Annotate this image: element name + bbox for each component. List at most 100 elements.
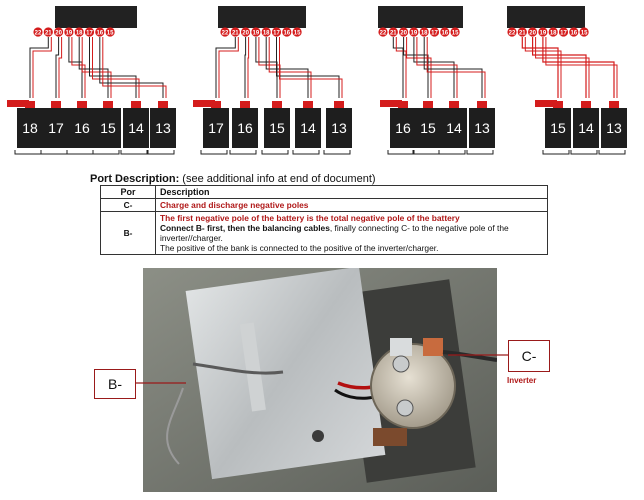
battery-cell xyxy=(441,108,467,148)
cell-tab xyxy=(477,101,487,108)
balance-wire-red xyxy=(58,37,63,98)
terminal-pin xyxy=(569,27,579,37)
balance-wire-red xyxy=(247,37,250,98)
cell-tab xyxy=(398,101,408,108)
description-column-header: Description xyxy=(155,185,548,199)
cell-number: 16 xyxy=(237,120,253,136)
cell-number: 18 xyxy=(22,120,38,136)
terminal-pin xyxy=(84,27,95,37)
cell-tab xyxy=(25,101,35,108)
balance-wire xyxy=(265,37,309,98)
terminal-number: 17 xyxy=(273,30,280,36)
battery-cell xyxy=(295,108,321,148)
terminal-pin xyxy=(558,27,569,37)
cell-tab xyxy=(51,101,61,108)
balance-wire xyxy=(78,37,109,98)
cell-tab xyxy=(272,101,282,108)
cell-number: 15 xyxy=(269,120,285,136)
battery-cell xyxy=(545,108,571,148)
terminal-pin xyxy=(230,27,240,37)
balance-wire xyxy=(276,37,340,98)
battery-cell xyxy=(95,108,121,148)
terminal-number: 15 xyxy=(452,30,459,36)
table-header-row: Por Description xyxy=(100,185,548,199)
inverter-cable xyxy=(442,350,497,362)
battery-cell xyxy=(232,108,258,148)
balance-wire-red xyxy=(92,37,140,98)
cell-number: 15 xyxy=(550,120,566,136)
balance-wire-red xyxy=(406,37,432,98)
cell-tab xyxy=(77,101,87,108)
cell-tab xyxy=(240,101,250,108)
battery-cell xyxy=(17,108,43,148)
battery-cell xyxy=(326,108,352,148)
series-link xyxy=(570,150,598,155)
cell-number: 15 xyxy=(100,120,116,136)
terminal-number: 16 xyxy=(283,30,290,36)
balance-wire-red xyxy=(71,37,86,98)
cell-number: 16 xyxy=(74,120,90,136)
series-link xyxy=(412,150,440,155)
terminal-number: 16 xyxy=(96,30,103,36)
balance-wire xyxy=(392,37,404,98)
screw-icon xyxy=(312,430,324,442)
terminal-number: 16 xyxy=(441,30,448,36)
balance-wire xyxy=(244,37,247,98)
series-link xyxy=(200,150,228,155)
terminal-pin xyxy=(517,27,527,37)
terminal-pin xyxy=(282,27,292,37)
cell-number: 14 xyxy=(446,120,462,136)
copper-busbar xyxy=(373,428,407,446)
balance-wire xyxy=(68,37,83,98)
terminal-pin xyxy=(579,27,589,37)
cell-tab xyxy=(334,101,344,108)
balance-wire-red xyxy=(32,37,52,98)
cell-number: 17 xyxy=(208,120,224,136)
terminal-number: 20 xyxy=(55,30,62,36)
battery-cell xyxy=(150,108,176,148)
b-minus-callout: B- xyxy=(94,369,136,399)
terminal-pin xyxy=(64,27,74,37)
battery-cell xyxy=(203,108,229,148)
cell-tab xyxy=(553,101,563,108)
cell-number: 17 xyxy=(48,120,64,136)
balance-wire xyxy=(403,37,429,98)
balance-wire xyxy=(423,37,483,98)
battery-cell xyxy=(69,108,95,148)
terminal-number: 19 xyxy=(253,30,260,36)
terminal-number: 21 xyxy=(45,30,52,36)
c-minus-callout: C- xyxy=(508,340,550,372)
port-cell: C- xyxy=(100,198,156,212)
port-description-heading: Port Description: (see additional info a… xyxy=(90,173,376,185)
terminal-pin xyxy=(220,27,230,37)
main-negative-tab xyxy=(7,100,29,107)
series-link xyxy=(40,150,68,155)
series-link xyxy=(542,150,570,155)
copper-terminal xyxy=(423,338,443,356)
port-column-header: Por xyxy=(100,185,156,199)
terminal-pin xyxy=(538,27,548,37)
terminal-pin xyxy=(528,27,538,37)
series-link xyxy=(120,150,148,155)
description-line: Charge and discharge negative poles xyxy=(160,200,309,210)
terminal-number: 17 xyxy=(86,30,93,36)
relay-contactor xyxy=(370,343,456,429)
battery-cell xyxy=(573,108,599,148)
terminal-number: 15 xyxy=(581,30,588,36)
bolt-icon xyxy=(396,399,414,417)
terminal-number: 16 xyxy=(570,30,577,36)
series-link xyxy=(292,150,320,155)
table-row-c-minus: C- Charge and discharge negative poles xyxy=(100,198,548,212)
balance-wire xyxy=(413,37,455,98)
table-row-b-minus: B- The first negative pole of the batter… xyxy=(100,211,548,255)
battery-cell xyxy=(390,108,416,148)
main-negative-tab xyxy=(535,100,557,107)
series-link xyxy=(229,150,257,155)
balance-wire-red xyxy=(426,37,486,98)
description-line: The positive of the bank is connected to… xyxy=(160,243,439,253)
battery-cell xyxy=(123,108,149,148)
main-negative-tab xyxy=(380,100,402,107)
balance-wire-red xyxy=(535,37,590,98)
cell-tab xyxy=(303,101,313,108)
terminal-number: 18 xyxy=(76,30,83,36)
